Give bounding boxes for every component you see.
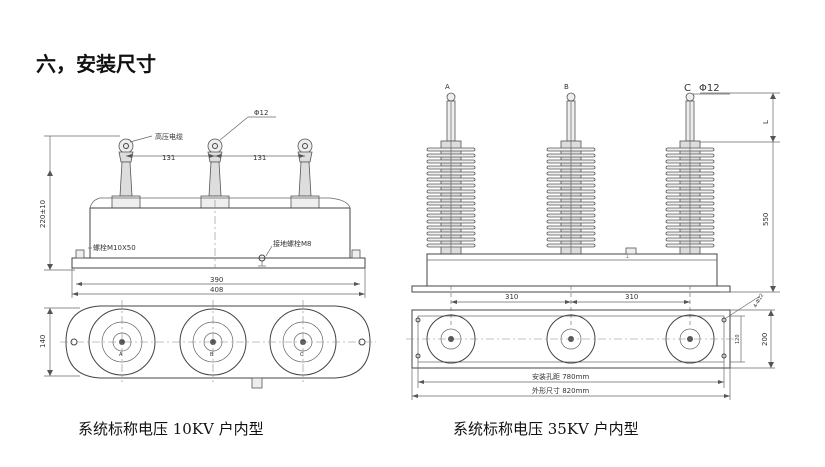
left-hv-cable-label: 高压电缆: [155, 132, 183, 141]
left-phase-c-label: C: [300, 352, 304, 358]
right-hole-label: 4-Φ12: [753, 293, 766, 309]
left-spacing-2-label: 131: [253, 154, 266, 162]
right-height-label: 550: [762, 213, 770, 226]
right-overall-label: 外形尺寸 820mm: [532, 386, 589, 395]
right-phi-label: Φ12: [699, 83, 720, 94]
left-height-label: 220±10: [39, 200, 47, 228]
left-depth-label: 140: [39, 335, 47, 348]
left-phi-label: Φ12: [254, 109, 268, 117]
left-front-view: 220±10 131 131: [39, 109, 366, 298]
left-ground-bolt-label: 接地螺栓M8: [273, 239, 312, 248]
right-dim-l-label: L: [762, 120, 770, 124]
left-phase-a-label: A: [119, 352, 123, 358]
section-title: 六，安装尺寸: [36, 52, 156, 76]
left-bushing-b: [200, 138, 230, 209]
left-spacing-1-label: 131: [162, 154, 175, 162]
right-insulator-c: [685, 92, 695, 142]
left-bushing-c: [290, 138, 320, 209]
left-bolt-label: 螺栓M10X50: [93, 243, 136, 252]
left-width-outer-label: 408: [210, 286, 223, 294]
right-depth-inner-label: 120: [735, 334, 741, 344]
svg-text:⊥: ⊥: [625, 254, 629, 260]
left-phase-b-label: B: [210, 352, 214, 358]
right-depth-outer-label: 200: [761, 333, 769, 346]
right-spacing-1-label: 310: [505, 293, 518, 301]
right-hole-pitch-label: 安装孔距 780mm: [532, 372, 589, 381]
right-insulator-b: [566, 92, 576, 142]
right-phase-b-label: B: [564, 83, 569, 91]
right-spacing-2-label: 310: [625, 293, 638, 301]
left-top-view: 140 A B C: [39, 300, 376, 389]
right-top-view: 4-Φ12 120 200 安装孔距 780mm 外形尺寸 820mm: [406, 293, 775, 400]
right-phase-a-label: A: [445, 83, 450, 91]
right-phase-c-label: C: [684, 83, 691, 94]
right-caption: 系统标称电压 35KV 户内型: [453, 420, 639, 438]
right-insulator-a: [446, 92, 456, 142]
left-width-inner-label: 390: [210, 276, 223, 284]
left-caption: 系统标称电压 10KV 户内型: [78, 420, 264, 438]
right-front-view: A B C Φ12 ⊥: [411, 83, 780, 325]
insulator-sheds: [426, 140, 715, 255]
left-bushing-a: [111, 138, 141, 209]
